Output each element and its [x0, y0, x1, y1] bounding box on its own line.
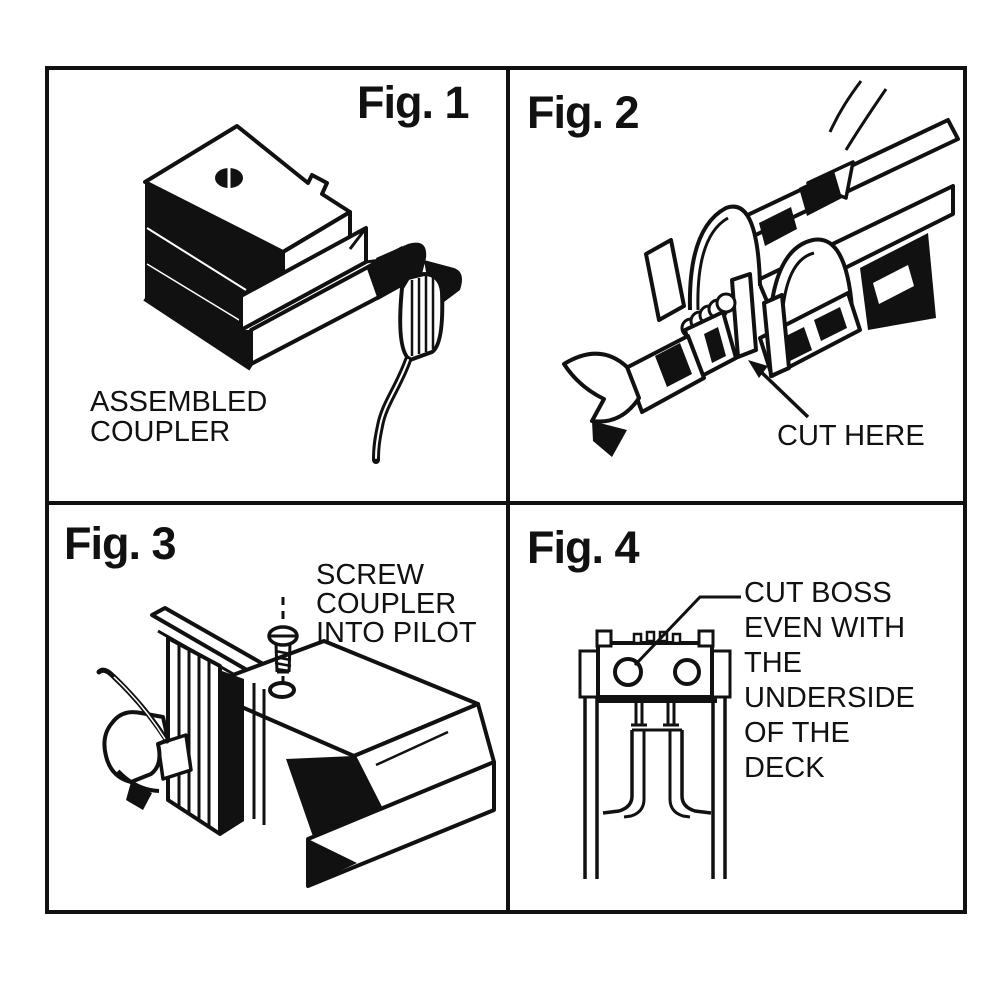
figure-panel-1: Fig. 1 ASSEMBLED COUPLER [46, 68, 508, 503]
coupler-boss-left [613, 657, 643, 687]
coupler-boss-right [673, 658, 701, 686]
instruction-line: CUT BOSS [744, 577, 892, 609]
trip-pin-wire [372, 356, 412, 464]
mounting-hole [268, 681, 296, 699]
figure-4-label: Fig. 4 [527, 522, 640, 573]
figure-3-label: Fig. 3 [64, 518, 177, 569]
assembled-coupler-drawing [143, 124, 462, 464]
figure-2-label: Fig. 2 [527, 87, 640, 138]
pilot-block-drawing [96, 597, 496, 888]
grid-divider-horizontal [49, 501, 963, 505]
instruction-line: EVEN WITH [744, 612, 906, 644]
assembled-coupler-caption: ASSEMBLED COUPLER [90, 387, 267, 447]
frame-structure-drawing [644, 80, 960, 378]
pilot-frame-drawing [562, 80, 960, 457]
cut-boss-instruction: CUT BOSS EVEN WITH THE UNDERSIDE OF THE … [744, 576, 915, 786]
figure-panel-4: Fig. 4 CUT BOSS EVEN WITH THE UNDERSIDE … [508, 503, 963, 910]
coupler-and-boss-drawing [562, 272, 791, 457]
deck-underside-drawing [578, 595, 741, 879]
coupler-on-pilot-drawing [96, 667, 193, 810]
instruction-line: DECK [744, 752, 825, 784]
cut-here-arrow-icon [748, 360, 810, 419]
coupler-box-drawing [143, 124, 383, 371]
pilot-body-drawing [150, 606, 496, 888]
figure-panel-3: Fig. 3 SCREW COUPLER INTO PILOT [46, 503, 508, 910]
caption-line: COUPLER [90, 416, 231, 448]
instruction-line: COUPLER [316, 588, 457, 620]
instruction-line: SCREW [316, 559, 424, 591]
instruction-line: UNDERSIDE [744, 682, 915, 714]
instruction-line: INTO PILOT [316, 617, 477, 649]
grid-divider-vertical [506, 70, 510, 910]
instruction-line: THE [744, 647, 802, 679]
deck-structure-drawing [578, 629, 732, 879]
cut-here-annotation: CUT HERE [777, 420, 925, 452]
caption-line: ASSEMBLED [90, 386, 268, 418]
instruction-line: OF THE [744, 717, 850, 749]
figure-1-label: Fig. 1 [357, 77, 470, 128]
coupler-head-drawing [366, 242, 462, 464]
figure-panel-2: Fig. 2 CUT HERE [508, 68, 963, 503]
cut-boss-leader-line [633, 595, 741, 667]
screw-icon [267, 597, 299, 685]
screw-coupler-instruction: SCREW COUPLER INTO PILOT [316, 561, 477, 648]
